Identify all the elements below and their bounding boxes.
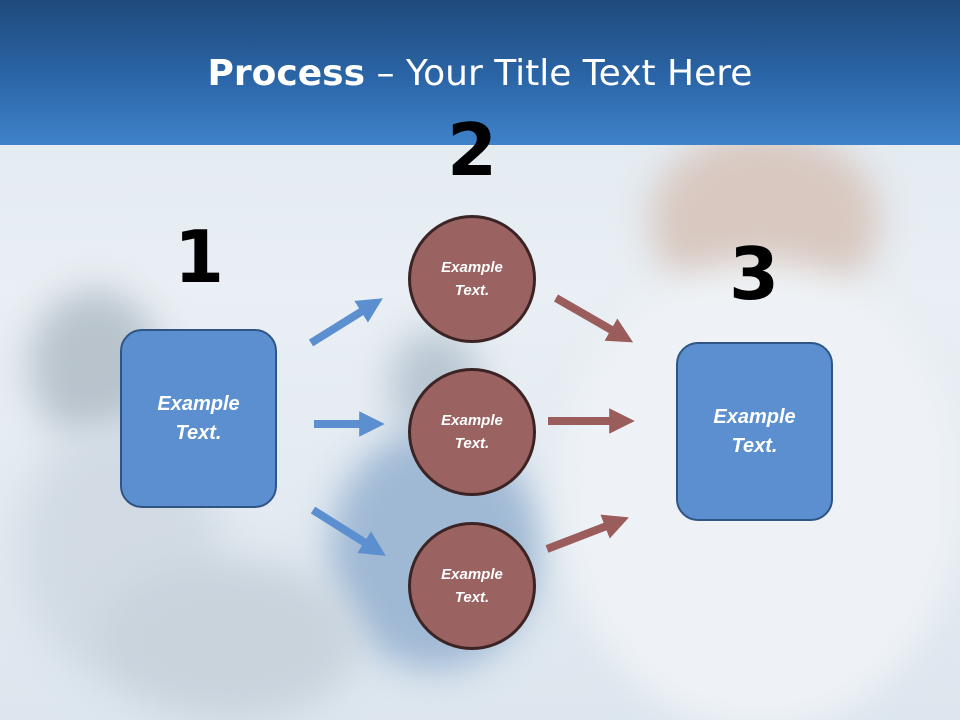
arrow-box1-to-circle-bottom xyxy=(310,506,386,556)
title-bold: Process xyxy=(207,53,366,94)
process-circle-bottom-text: Example Text. xyxy=(441,566,503,606)
slide-title: Process – Your Title Text Here xyxy=(0,52,960,96)
process-circle-middle-text: Example Text. xyxy=(441,412,503,452)
title-band xyxy=(0,0,960,145)
process-box-1: Example Text. xyxy=(120,329,277,508)
process-box-3: Example Text. xyxy=(676,342,833,521)
title-rest: – Your Title Text Here xyxy=(365,53,753,94)
process-circle-top-text: Example Text. xyxy=(441,259,503,299)
step-number-1: 1 xyxy=(173,215,225,299)
process-box-1-text: Example Text. xyxy=(157,392,240,444)
arrow-circle-top-to-box3 xyxy=(554,294,634,343)
process-box-3-text: Example Text. xyxy=(713,405,796,457)
arrow-box1-to-circle-top xyxy=(308,298,383,347)
process-circle-bottom: Example Text. xyxy=(408,522,536,650)
background-figure xyxy=(100,560,360,720)
step-number-3: 3 xyxy=(728,232,780,316)
arrow-circle-bottom-to-box3 xyxy=(545,514,629,553)
process-circle-middle: Example Text. xyxy=(408,368,536,496)
process-circle-top: Example Text. xyxy=(408,215,536,343)
step-number-2: 2 xyxy=(446,108,498,192)
